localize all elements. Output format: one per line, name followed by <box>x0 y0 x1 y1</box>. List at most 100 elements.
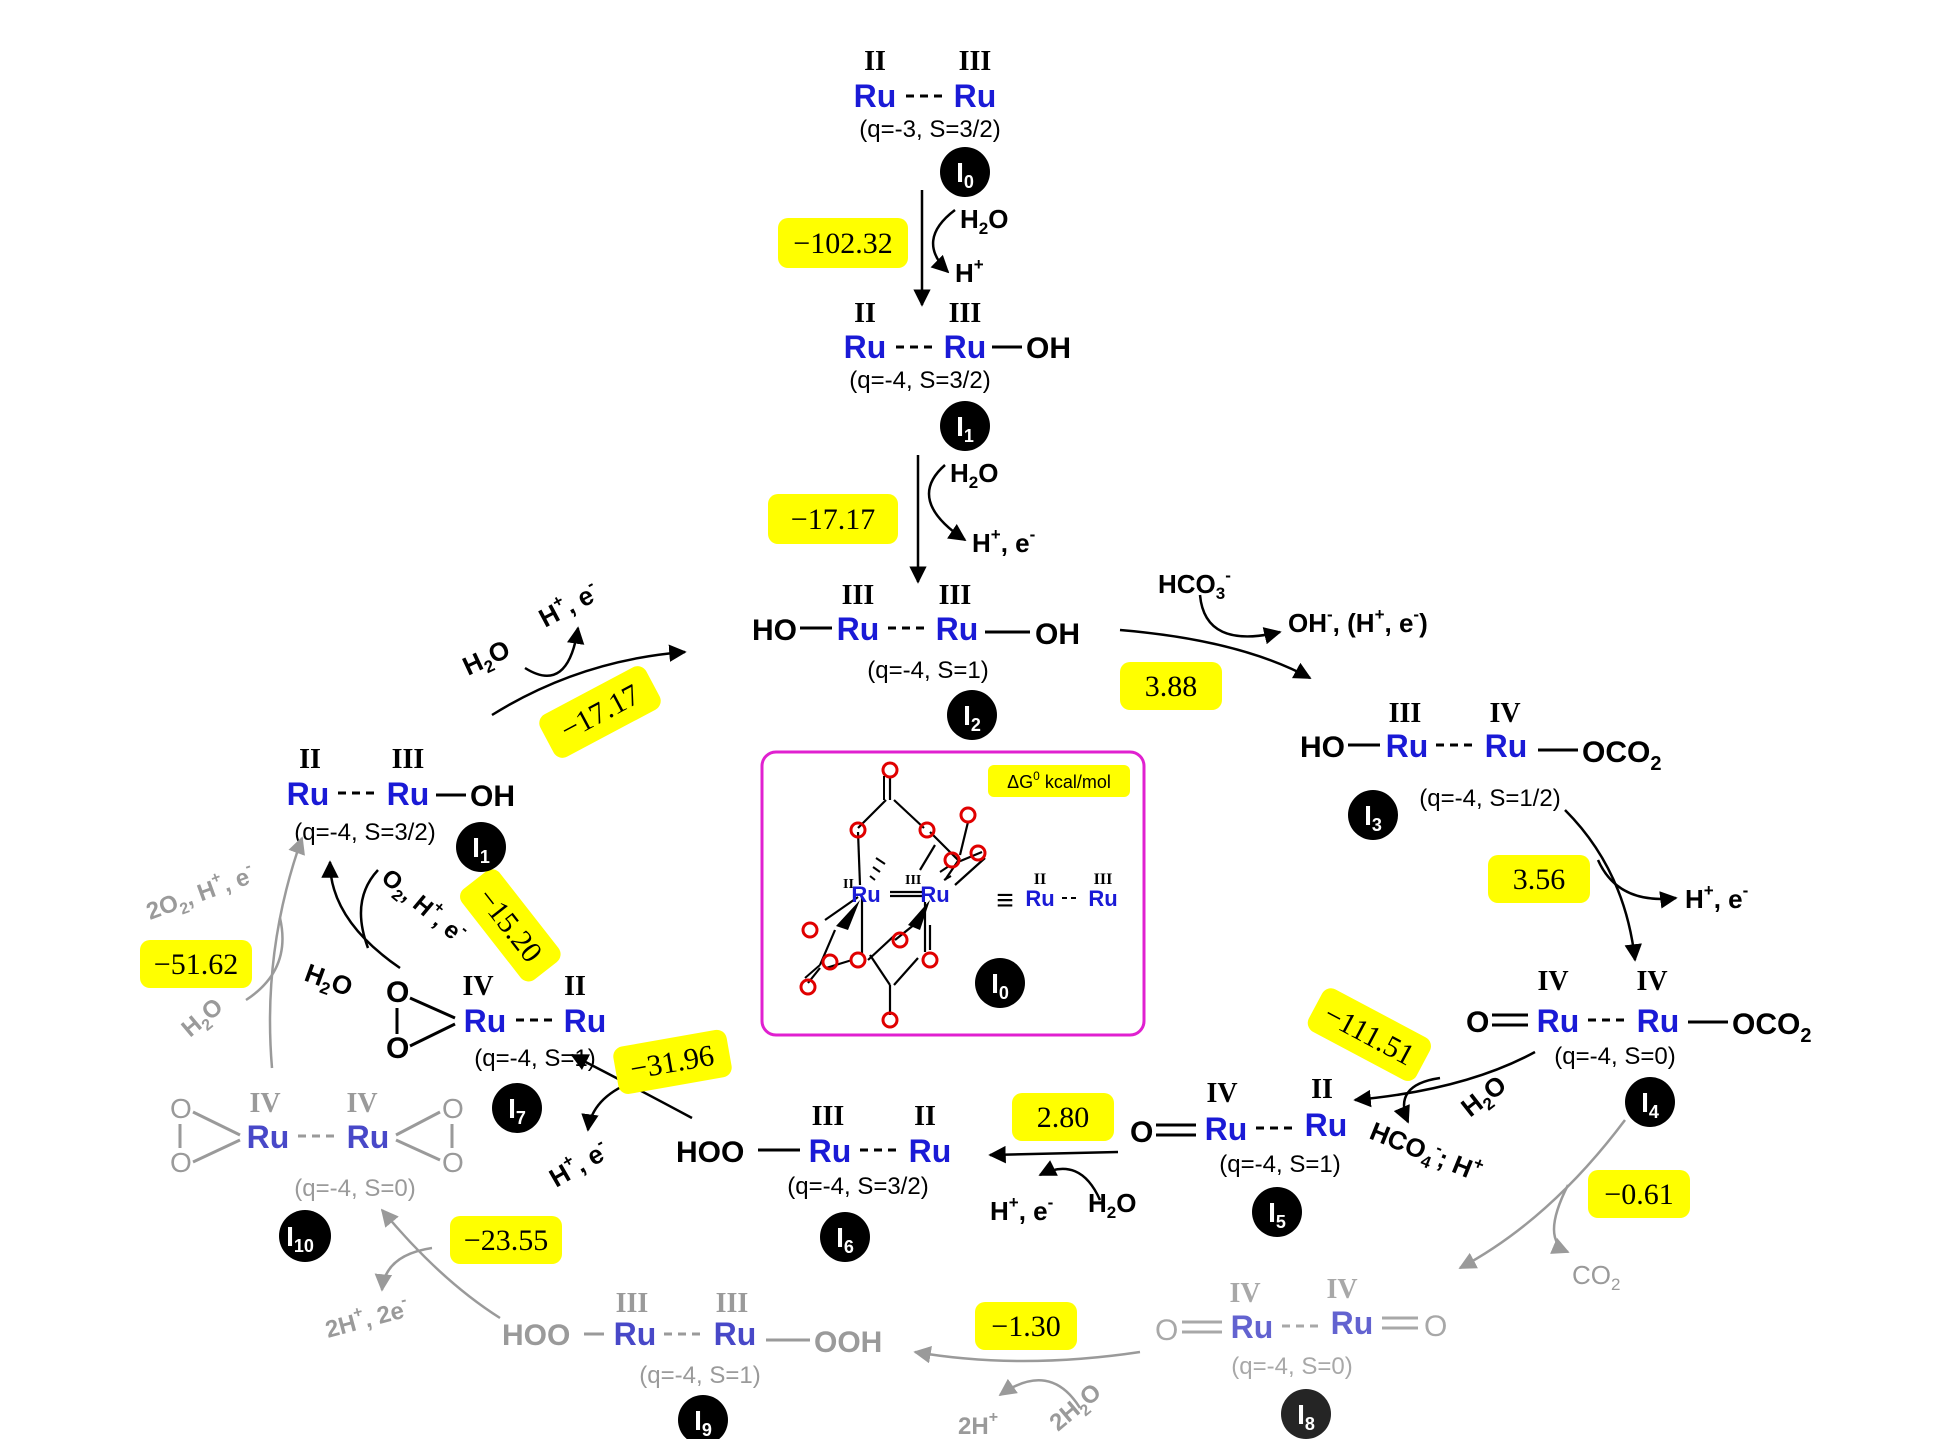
oxo-right: O <box>1424 1310 1447 1343</box>
ru-atom-1: Ru <box>1386 728 1429 764</box>
side-arrow <box>1198 594 1282 645</box>
inset-ru-1: Ru <box>851 882 880 907</box>
step-I6-I7: H+, e- −31.96 <box>544 1029 732 1193</box>
intermediate-badge <box>940 401 990 451</box>
reactant-h2o: H2O <box>950 458 998 492</box>
oxidation-state-ru2: II <box>564 971 586 1002</box>
oxidation-state-ru2: IV <box>1489 698 1520 729</box>
oxidation-state-ru1: IV <box>249 1088 280 1119</box>
side-arrow <box>1596 859 1678 909</box>
delta-g-value: 3.56 <box>1513 863 1566 896</box>
ru-atom-2: Ru <box>1305 1107 1348 1143</box>
side-arrow <box>927 464 967 542</box>
ru-atom-1: Ru <box>1205 1111 1248 1147</box>
hydroxo-left: HO <box>1300 731 1345 764</box>
product-hplus-e: H+, e- <box>1685 881 1748 914</box>
hydroxo-right: OH <box>1035 618 1080 651</box>
peroxo-o-4: O <box>442 1147 464 1178</box>
intermediate-label: I0 <box>991 968 1009 1003</box>
product-hplus: H+ <box>955 255 984 288</box>
intermediate-badge <box>678 1395 728 1439</box>
charge-spin: (q=-4, S=3/2) <box>294 819 435 846</box>
o-ru-bond-2 <box>192 1138 241 1164</box>
oxidation-state-ru2: III <box>949 298 982 329</box>
ru-atom-1: Ru <box>287 776 330 812</box>
delta-g-value: −51.62 <box>154 948 238 981</box>
peroxo-o-bottom: O <box>386 1032 409 1065</box>
intermediate-I4: IV IV O Ru Ru OCO2 (q=-4, S=0) I4 <box>1466 966 1811 1127</box>
inset-structure-I0: ΔG0 kcal/mol <box>760 750 1146 1037</box>
oxidation-state-ru1: III <box>616 1288 649 1319</box>
side-arrow <box>524 626 585 677</box>
intermediate-label: I1 <box>472 832 490 867</box>
product-2o2-h-e: 2O2, H+, e- <box>141 858 259 930</box>
intermediate-I5: IV II O Ru Ru (q=-4, S=1) I5 <box>1130 1074 1347 1237</box>
inset-ox1: II <box>1034 871 1046 888</box>
side-arrow <box>998 1378 1082 1409</box>
side-arrow <box>374 1246 433 1292</box>
reaction-arrow <box>1564 809 1642 962</box>
oxygen-atoms <box>799 761 987 1029</box>
inset-ox1-core: II <box>843 877 854 892</box>
charge-spin: (q=-4, S=1) <box>639 1362 760 1389</box>
oxidation-state-ru1: IV <box>1206 1078 1237 1109</box>
oxidation-state-ru2: IV <box>346 1088 377 1119</box>
energy-box-group: −111.51 <box>1307 988 1431 1081</box>
intermediate-I0: II III Ru Ru (q=-3, S=3/2) I0 <box>854 46 1001 197</box>
intermediate-badge <box>1281 1389 1331 1439</box>
intermediate-label: I10 <box>286 1221 314 1256</box>
ru-atom-1: Ru <box>1231 1309 1274 1345</box>
peroxo-o-3: O <box>442 1093 464 1124</box>
oxidation-state-ru2: III <box>939 580 972 611</box>
energy-box <box>1588 1170 1690 1218</box>
intermediate-I10: IV IV O O Ru Ru O O (q=-4, S=0) I10 <box>170 1088 464 1262</box>
oxo-left: O <box>1155 1314 1178 1347</box>
intermediate-badge <box>820 1212 870 1262</box>
intermediate-badge <box>1348 790 1398 840</box>
ru-atom-2: Ru <box>944 329 987 365</box>
oxidation-state-ru2: IV <box>1636 966 1667 997</box>
oxidation-state-ru2: IV <box>1326 1274 1357 1305</box>
product-oh-h-e: OH-, (H+, e-) <box>1288 605 1428 638</box>
ru-atom-2: Ru <box>1637 1003 1680 1039</box>
hydroxo-left: HO <box>752 614 797 647</box>
step-I4-I8: CO2 −0.61 <box>1458 1119 1690 1294</box>
energy-box <box>1120 662 1222 710</box>
oxidation-state-ru2: III <box>959 46 992 77</box>
reaction-arrow <box>380 1208 501 1320</box>
ru-atom-2: Ru <box>714 1316 757 1352</box>
inset-ox2-core: III <box>905 873 921 888</box>
oxidation-state-ru1: II <box>864 46 886 77</box>
reaction-arrow <box>491 644 687 717</box>
reactant-hco3: HCO3- <box>1158 566 1231 603</box>
reactant-h2o: H2O <box>177 993 231 1046</box>
hydroperoxo-left: HOO <box>502 1319 570 1352</box>
intermediate-label: I8 <box>1297 1399 1315 1434</box>
energy-box <box>1012 1093 1114 1141</box>
oxidation-state-ru1: II <box>854 298 876 329</box>
charge-spin: (q=-4, S=1) <box>474 1045 595 1072</box>
reactant-2h2o: 2H2O <box>1045 1378 1110 1439</box>
delta-g-value: −0.61 <box>1604 1178 1673 1211</box>
energy-box <box>778 218 908 268</box>
ru-atom-2: Ru <box>909 1133 952 1169</box>
ru-atom-2: Ru <box>954 78 997 114</box>
delta-g-value: 2.80 <box>1037 1101 1090 1134</box>
product-co2: CO2 <box>1572 1260 1620 1294</box>
intermediate-I6: III II HOO Ru Ru (q=-4, S=3/2) I6 <box>676 1101 951 1262</box>
reactant-h2o: H2O <box>1088 1188 1136 1222</box>
peroxo-o-2: O <box>170 1147 192 1178</box>
step-I5-I6: H2O H+, e- 2.80 <box>988 1093 1136 1226</box>
product-hplus-e: H+, e- <box>532 574 603 633</box>
reaction-arrow <box>321 860 401 970</box>
oxo-left: O <box>1130 1116 1153 1149</box>
step-I10-I1b: H2O 2O2, H+, e- −51.62 <box>140 836 305 1069</box>
step-I0-I1: H2O H+ −102.32 <box>778 190 1008 307</box>
hydroxo-ligand: OH <box>1026 332 1071 365</box>
legend-text: ΔG0 kcal/mol <box>1007 769 1111 792</box>
reactant-h2o: H2O <box>1455 1069 1514 1126</box>
inset-ox2: III <box>1094 871 1113 888</box>
energy-box-group: −17.17 <box>539 666 661 758</box>
intermediate-label: I2 <box>963 700 981 735</box>
product-hco4-h: HCO4-; H+ <box>1364 1113 1487 1191</box>
